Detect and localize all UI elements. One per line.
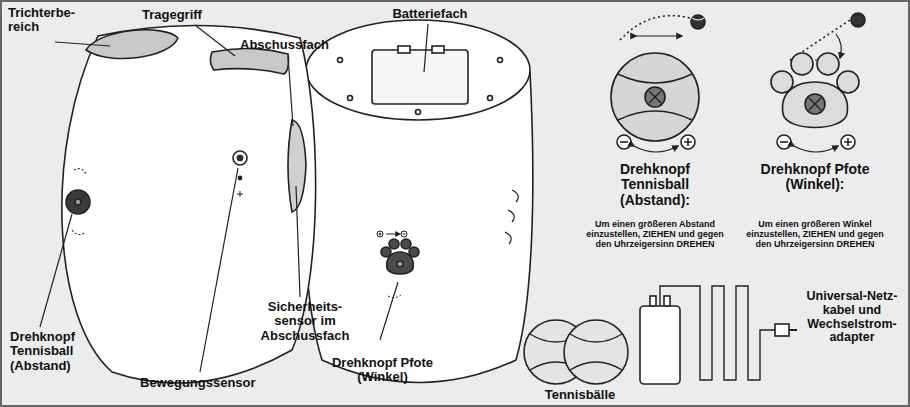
power-adapter bbox=[640, 286, 797, 384]
part-label: Sicherheits- sensor im Abschussfach bbox=[250, 300, 360, 343]
part-label: Tennisbälle bbox=[535, 388, 625, 402]
knob-instruction: Um einen größeren Winkel einzustellen, Z… bbox=[740, 220, 890, 250]
paw-knob bbox=[381, 239, 419, 274]
tennis-knob-icon bbox=[611, 15, 705, 152]
battery-compartment bbox=[372, 50, 468, 104]
knob-instruction: Um einen größeren Abstand einzustellen, … bbox=[580, 220, 730, 250]
funnel-opening bbox=[86, 30, 178, 59]
distance-knob bbox=[66, 190, 90, 214]
part-label: Drehknopf Tennisball (Abstand) bbox=[10, 330, 120, 373]
carry-handle bbox=[210, 48, 288, 74]
knob-heading: Drehknopf Pfote (Winkel): bbox=[745, 162, 885, 193]
part-label: Batteriefach bbox=[380, 7, 480, 21]
part-label: Abschussfach bbox=[240, 38, 340, 52]
tennis-balls bbox=[524, 320, 628, 384]
part-label: Universal-Netz- kabel und Wechselstrom- … bbox=[798, 290, 906, 345]
part-label: Drehknopf Pfote (Winkel) bbox=[320, 356, 445, 385]
part-label: Tragegriff bbox=[142, 8, 232, 22]
knob-heading: Drehknopf Tennisball (Abstand): bbox=[588, 162, 722, 208]
part-label: Bewegungssensor bbox=[140, 376, 270, 390]
motion-sensor bbox=[233, 151, 247, 165]
leader-lines bbox=[40, 24, 428, 372]
part-label: Trichterbe- reich bbox=[8, 6, 98, 35]
paw-knob-icon bbox=[771, 13, 865, 152]
